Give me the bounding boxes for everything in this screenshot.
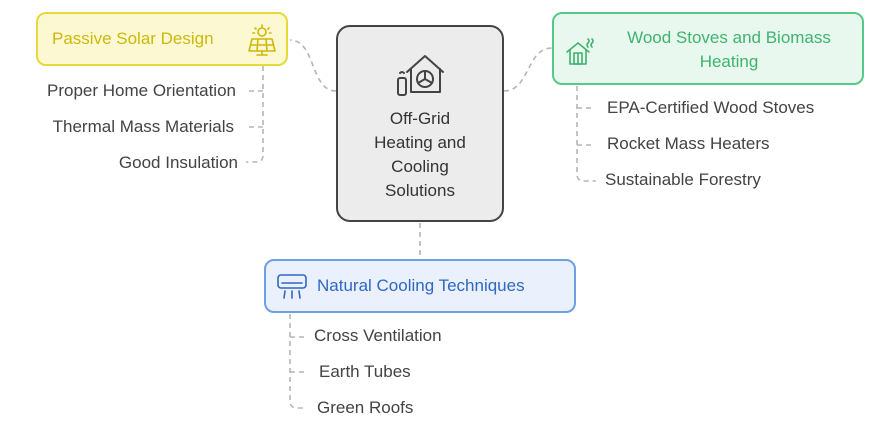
central-node-title: Off-Grid Heating and Cooling Solutions (338, 107, 502, 203)
central-node[interactable]: Off-Grid Heating and Cooling Solutions (336, 25, 504, 222)
cooling-item-3: Green Roofs (317, 398, 414, 417)
wood-item-2: Rocket Mass Heaters (607, 134, 770, 153)
cooling-item-1: Cross Ventilation (314, 326, 442, 345)
branch-passive-solar-title: Passive Solar Design (52, 29, 214, 48)
wood-title-line: Wood Stoves and Biomass (627, 28, 831, 47)
central-title-line: Cooling (391, 157, 449, 176)
branch-passive-solar[interactable]: Passive Solar Design (36, 12, 288, 66)
connector-cooling-items (289, 314, 307, 409)
central-title-line: Heating and (374, 133, 466, 152)
central-title-line: Solutions (385, 181, 455, 200)
cooling-item-2: Earth Tubes (319, 362, 411, 381)
branch-natural-cooling[interactable]: Natural Cooling Techniques (264, 259, 576, 313)
branch-wood-stoves[interactable]: Wood Stoves and Biomass Heating (552, 12, 864, 85)
house-fan-remote-icon (397, 55, 444, 96)
connector-solar-items (246, 66, 264, 163)
solar-item-1: Proper Home Orientation (47, 81, 236, 100)
wood-item-1: EPA-Certified Wood Stoves (607, 98, 815, 117)
central-title-line: Off-Grid (389, 109, 451, 128)
wood-item-3: Sustainable Forestry (605, 170, 761, 189)
branch-natural-cooling-title: Natural Cooling Techniques (317, 276, 525, 295)
solar-item-3: Good Insulation (118, 153, 238, 172)
wood-title-line: Heating (699, 52, 759, 71)
solar-panel-icon (248, 24, 276, 56)
connector-wood-items (576, 86, 596, 182)
branch-wood-stoves-title: Wood Stoves and Biomass Heating (602, 26, 856, 74)
solar-item-2: Thermal Mass Materials (52, 117, 234, 136)
connector-center-solar (289, 39, 337, 92)
connector-center-wood (503, 47, 553, 92)
air-conditioner-icon (277, 274, 307, 299)
house-heat-icon (566, 38, 594, 65)
